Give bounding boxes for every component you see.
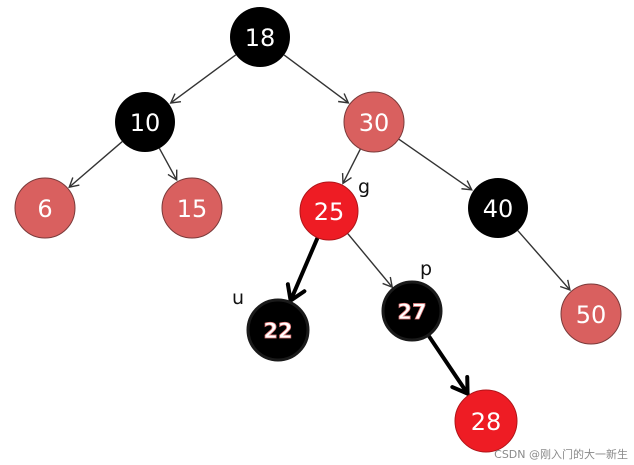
role-label-p: p <box>420 258 432 280</box>
node-label: 6 <box>37 195 52 223</box>
node-circle <box>299 181 359 241</box>
tree-node-25: 25 <box>299 181 359 241</box>
node-circle <box>560 283 622 345</box>
tree-node-30: 30 <box>343 91 405 153</box>
node-label: 27 <box>397 300 426 324</box>
edge-n18-n30 <box>283 54 350 104</box>
node-label: 50 <box>576 301 607 329</box>
edge-n18-n10 <box>169 54 237 104</box>
edge-n30-n25 <box>341 148 362 185</box>
edge-n30-n40 <box>398 138 473 191</box>
nodes: 18 10 30 6 15 25 40 22 27 50 28 <box>14 7 622 453</box>
watermark-text: CSDN @刚入门的大一新生 <box>494 447 628 461</box>
tree-node-50: 50 <box>560 283 622 345</box>
edge-n27-n28 <box>426 333 470 396</box>
node-circle <box>454 389 518 453</box>
node-circle <box>381 280 443 342</box>
tree-node-22: 22 <box>246 298 310 362</box>
node-circle <box>468 178 528 238</box>
node-label: 22 <box>263 319 292 343</box>
edges <box>68 54 571 396</box>
node-circle <box>343 91 405 153</box>
node-label: 18 <box>245 24 276 52</box>
edge-n25-n27 <box>346 232 394 289</box>
tree-node-27: 27 <box>381 280 443 342</box>
role-label-u: u <box>232 287 244 309</box>
tree-node-28: 28 <box>454 389 518 453</box>
tree-node-18: 18 <box>230 7 290 67</box>
node-label: 40 <box>483 195 514 223</box>
node-label: 15 <box>177 195 208 223</box>
node-label: 25 <box>314 198 345 226</box>
node-label: 30 <box>359 109 390 137</box>
node-label: 10 <box>130 109 161 137</box>
node-circle <box>230 7 290 67</box>
node-circle <box>14 177 76 239</box>
node-circle <box>115 92 175 152</box>
edge-n10-n15 <box>158 147 178 182</box>
tree-node-40: 40 <box>468 178 528 238</box>
tree-node-15: 15 <box>161 177 223 239</box>
role-label-g: g <box>358 176 370 198</box>
tree-node-10: 10 <box>115 92 175 152</box>
node-label: 28 <box>471 408 502 436</box>
tree-node-6: 6 <box>14 177 76 239</box>
node-circle <box>246 298 310 362</box>
edge-n25-n22 <box>285 235 320 303</box>
edge-n10-n6 <box>68 141 123 189</box>
node-circle <box>161 177 223 239</box>
edge-n40-n50 <box>517 230 571 292</box>
